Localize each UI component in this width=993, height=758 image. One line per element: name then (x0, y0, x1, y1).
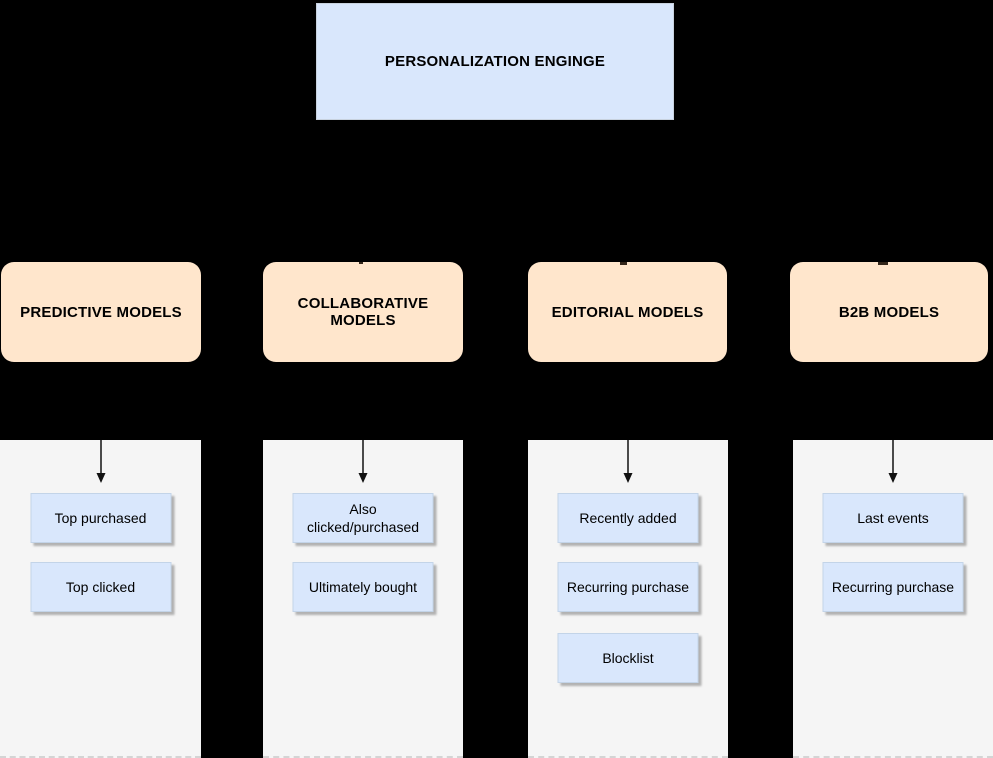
leaf-node-ultimately-bought: Ultimately bought (292, 562, 434, 612)
category-label: B2B MODELS (838, 303, 940, 321)
category-node-b2b-models: B2B MODELS (790, 262, 988, 362)
connector-stub (359, 262, 363, 264)
root-node-label: PERSONALIZATION ENGINGE (384, 53, 606, 70)
category-label: EDITORIAL MODELS (551, 303, 704, 321)
down-arrow-icon (888, 440, 898, 483)
category-node-predictive-models: PREDICTIVE MODELS (1, 262, 201, 362)
category-label: PREDICTIVE MODELS (20, 303, 182, 321)
leaf-node-label: Top clicked (65, 579, 136, 595)
leaf-node-label: Recently added (579, 510, 677, 526)
group-container-collaborative: Also clicked/purchased Ultimately bought (263, 440, 463, 758)
leaf-node-label: Recurring purchase (831, 579, 955, 595)
group-container-b2b: Last events Recurring purchase (793, 440, 993, 758)
leaf-node-recurring-purchase: Recurring purchase (822, 562, 964, 612)
connector-stub (878, 262, 888, 265)
leaf-node-blocklist: Blocklist (557, 633, 699, 683)
category-node-editorial-models: EDITORIAL MODELS (528, 262, 727, 362)
down-arrow-icon (358, 440, 368, 483)
root-node-personalization-engine: PERSONALIZATION ENGINGE (316, 3, 674, 120)
leaf-node-top-clicked: Top clicked (30, 562, 171, 612)
leaf-node-label: Last events (857, 510, 929, 526)
group-container-editorial: Recently added Recurring purchase Blockl… (528, 440, 728, 758)
down-arrow-icon (623, 440, 633, 483)
leaf-node-label: Ultimately bought (308, 579, 418, 595)
category-node-collaborative-models: COLLABORATIVE MODELS (263, 262, 463, 362)
leaf-node-recently-added: Recently added (557, 493, 699, 543)
group-container-predictive: Top purchased Top clicked (0, 440, 201, 758)
leaf-node-top-purchased: Top purchased (30, 493, 171, 543)
leaf-node-label: Recurring purchase (566, 579, 690, 595)
leaf-node-label: Top purchased (54, 510, 147, 526)
leaf-node-last-events: Last events (822, 493, 964, 543)
leaf-node-label: Also clicked/purchased (306, 501, 420, 535)
connector-stub (620, 262, 627, 265)
category-label: COLLABORATIVE MODELS (297, 295, 429, 329)
down-arrow-icon (96, 440, 105, 483)
leaf-node-label: Blocklist (602, 650, 654, 666)
leaf-node-also-clicked-purchased: Also clicked/purchased (292, 493, 434, 543)
leaf-node-recurring-purchase: Recurring purchase (557, 562, 699, 612)
